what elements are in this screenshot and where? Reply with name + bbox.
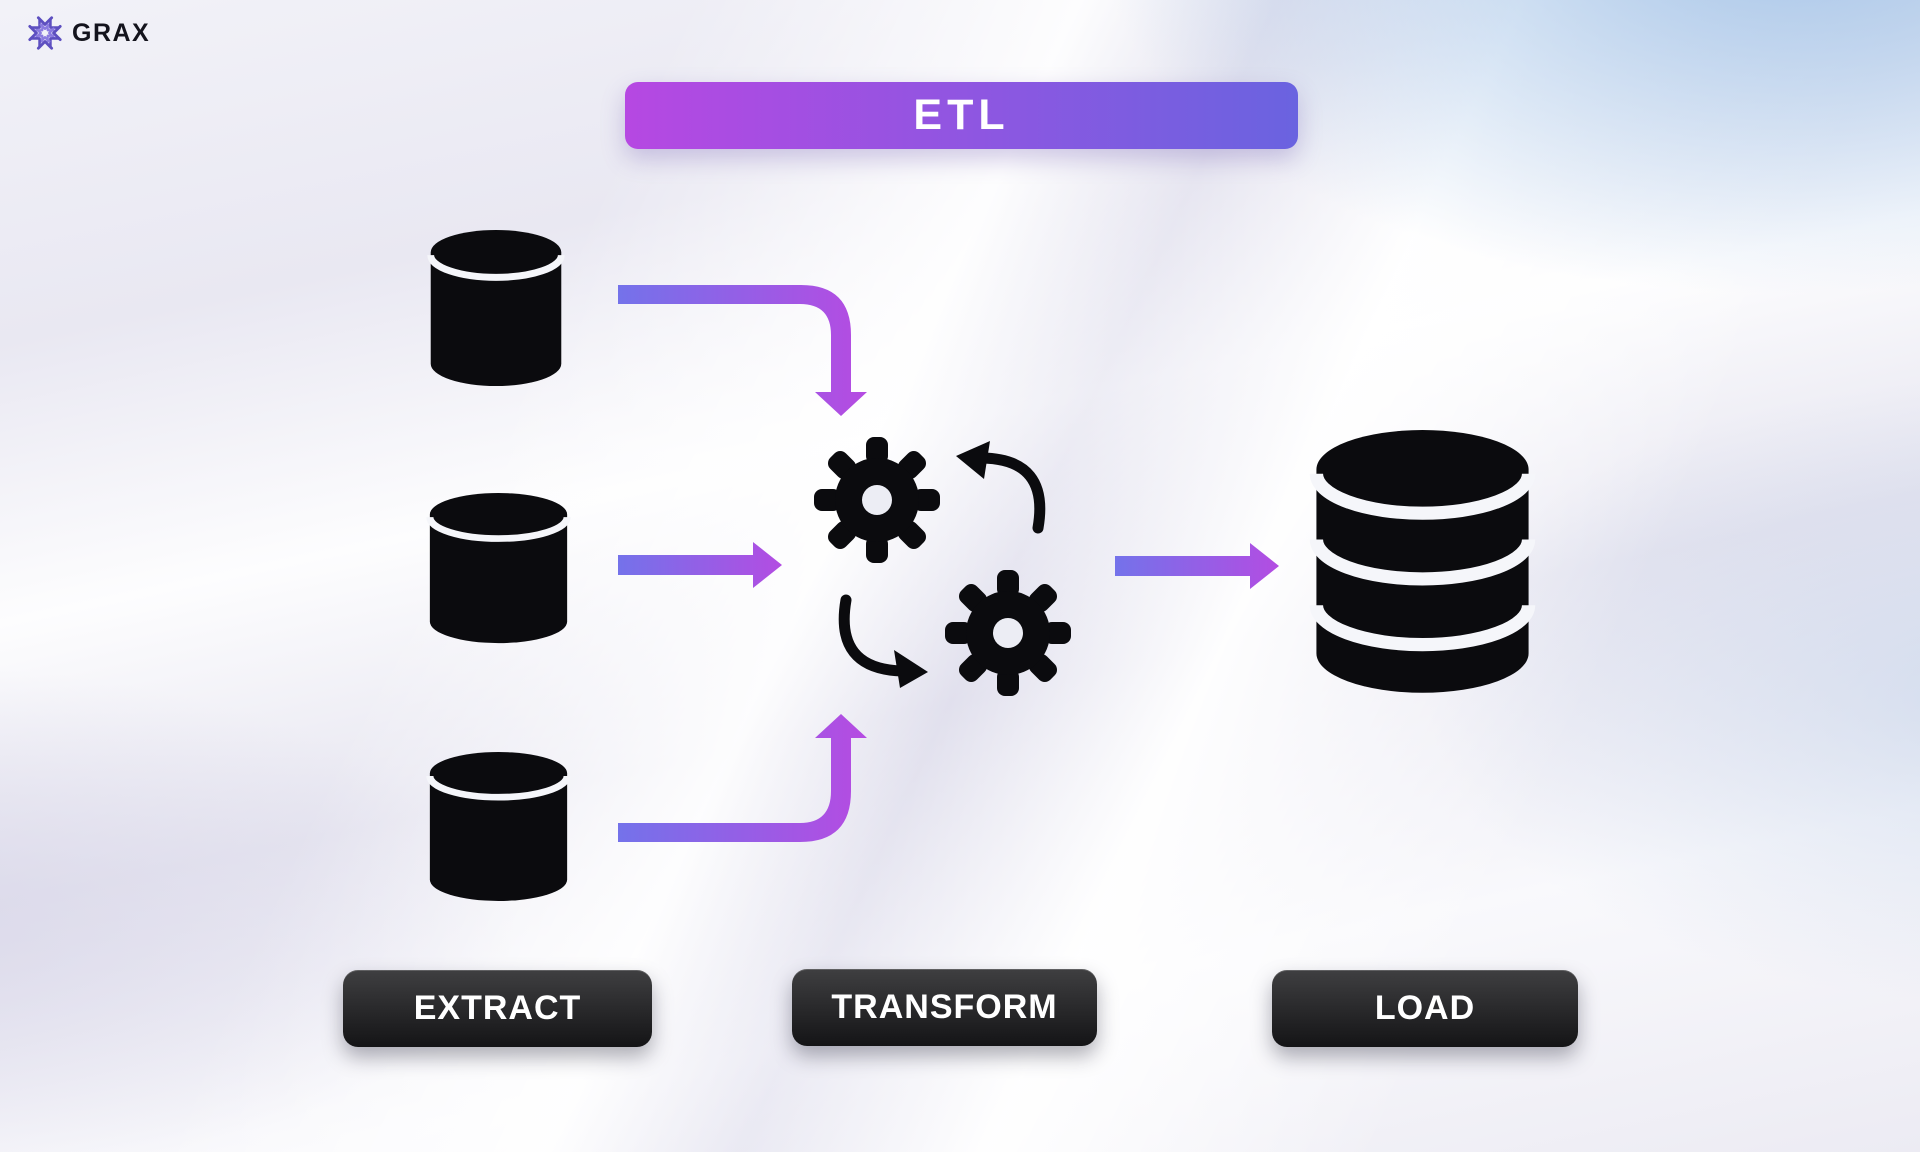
flow-arrow-load [1115,543,1279,589]
stage-label-load: LOAD [1374,989,1476,1027]
source-database-icon-3 [430,752,567,901]
etl-title-banner: ETL [625,82,1298,149]
source-database-icon-1 [431,230,562,386]
source-database-icon-2 [430,493,567,643]
flow-arrow-top [618,285,867,416]
stage-pill-transform: TRANSFORM [792,969,1097,1046]
stage-label-transform: TRANSFORM [831,988,1058,1026]
flow-arrow-bottom [618,714,867,842]
gears-sync-icon [814,437,1071,696]
stage-pill-extract: EXTRACT [343,970,652,1047]
grax-logo: GRAX [26,14,150,52]
brand-name: GRAX [72,18,151,47]
flow-arrow-middle [618,542,782,588]
target-database-stack-icon [1316,430,1528,693]
stage-pill-load: LOAD [1272,970,1578,1047]
stage-label-extract: EXTRACT [413,989,582,1027]
etl-title-label: ETL [913,91,1010,139]
